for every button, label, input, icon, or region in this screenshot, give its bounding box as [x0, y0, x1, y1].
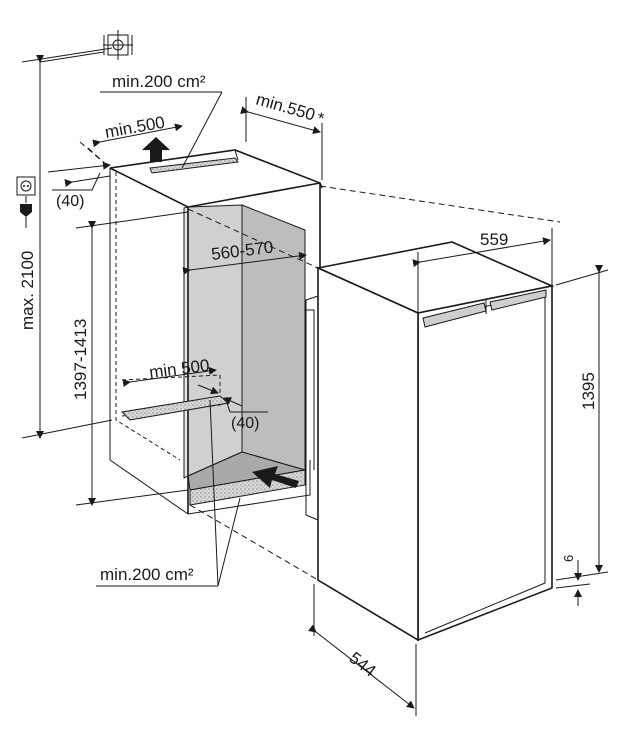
power-socket-icon	[16, 176, 36, 196]
dim-bottom-vent-area: min.200 cm²	[96, 399, 241, 587]
guide-lines	[79, 141, 319, 581]
dim-niche-height: 1397-1413	[71, 211, 189, 506]
appliance	[305, 241, 555, 642]
dim-max-height: max. 2100	[18, 47, 113, 439]
top-vent	[149, 157, 239, 174]
dim-appliance-width: 559	[319, 185, 561, 312]
appliance-width-label: 559	[480, 230, 508, 249]
appliance-height-label: 1395	[579, 372, 598, 410]
niche-cabinet	[109, 149, 323, 515]
niche-height-label: 1397-1413	[71, 319, 90, 400]
niche-depth-mark: *	[318, 109, 325, 128]
top-depth-label: min.500	[103, 113, 166, 142]
vent-up-arrow	[142, 137, 170, 162]
max-height-label: max. 2100	[18, 251, 37, 330]
power-plug-icon	[20, 196, 32, 228]
vent-in-arrow	[252, 466, 299, 488]
dim-niche-depth: min.550 *	[240, 90, 325, 180]
dim-appliance-height: 1395	[555, 265, 609, 581]
dim-top-vent-area: min.200 cm²	[100, 72, 223, 169]
plinth-gap-label: 6	[561, 555, 576, 562]
appliance-depth-label: 544	[346, 648, 380, 680]
top-gap-label: (40)	[56, 193, 84, 210]
niche-depth-label: min.550	[254, 90, 317, 125]
top-vent-area-label: min.200 cm²	[112, 72, 206, 91]
dim-bottom-gap: (40)	[197, 384, 268, 432]
dim-plinth-gap: 6	[555, 555, 591, 606]
bottom-vent-area-label: min.200 cm²	[100, 565, 194, 584]
bottom-gap-label: (40)	[231, 415, 259, 432]
ceiling-mount-icon	[39, 30, 133, 63]
dim-top-gap: (40)	[47, 161, 111, 210]
door-handle-right	[489, 289, 547, 311]
